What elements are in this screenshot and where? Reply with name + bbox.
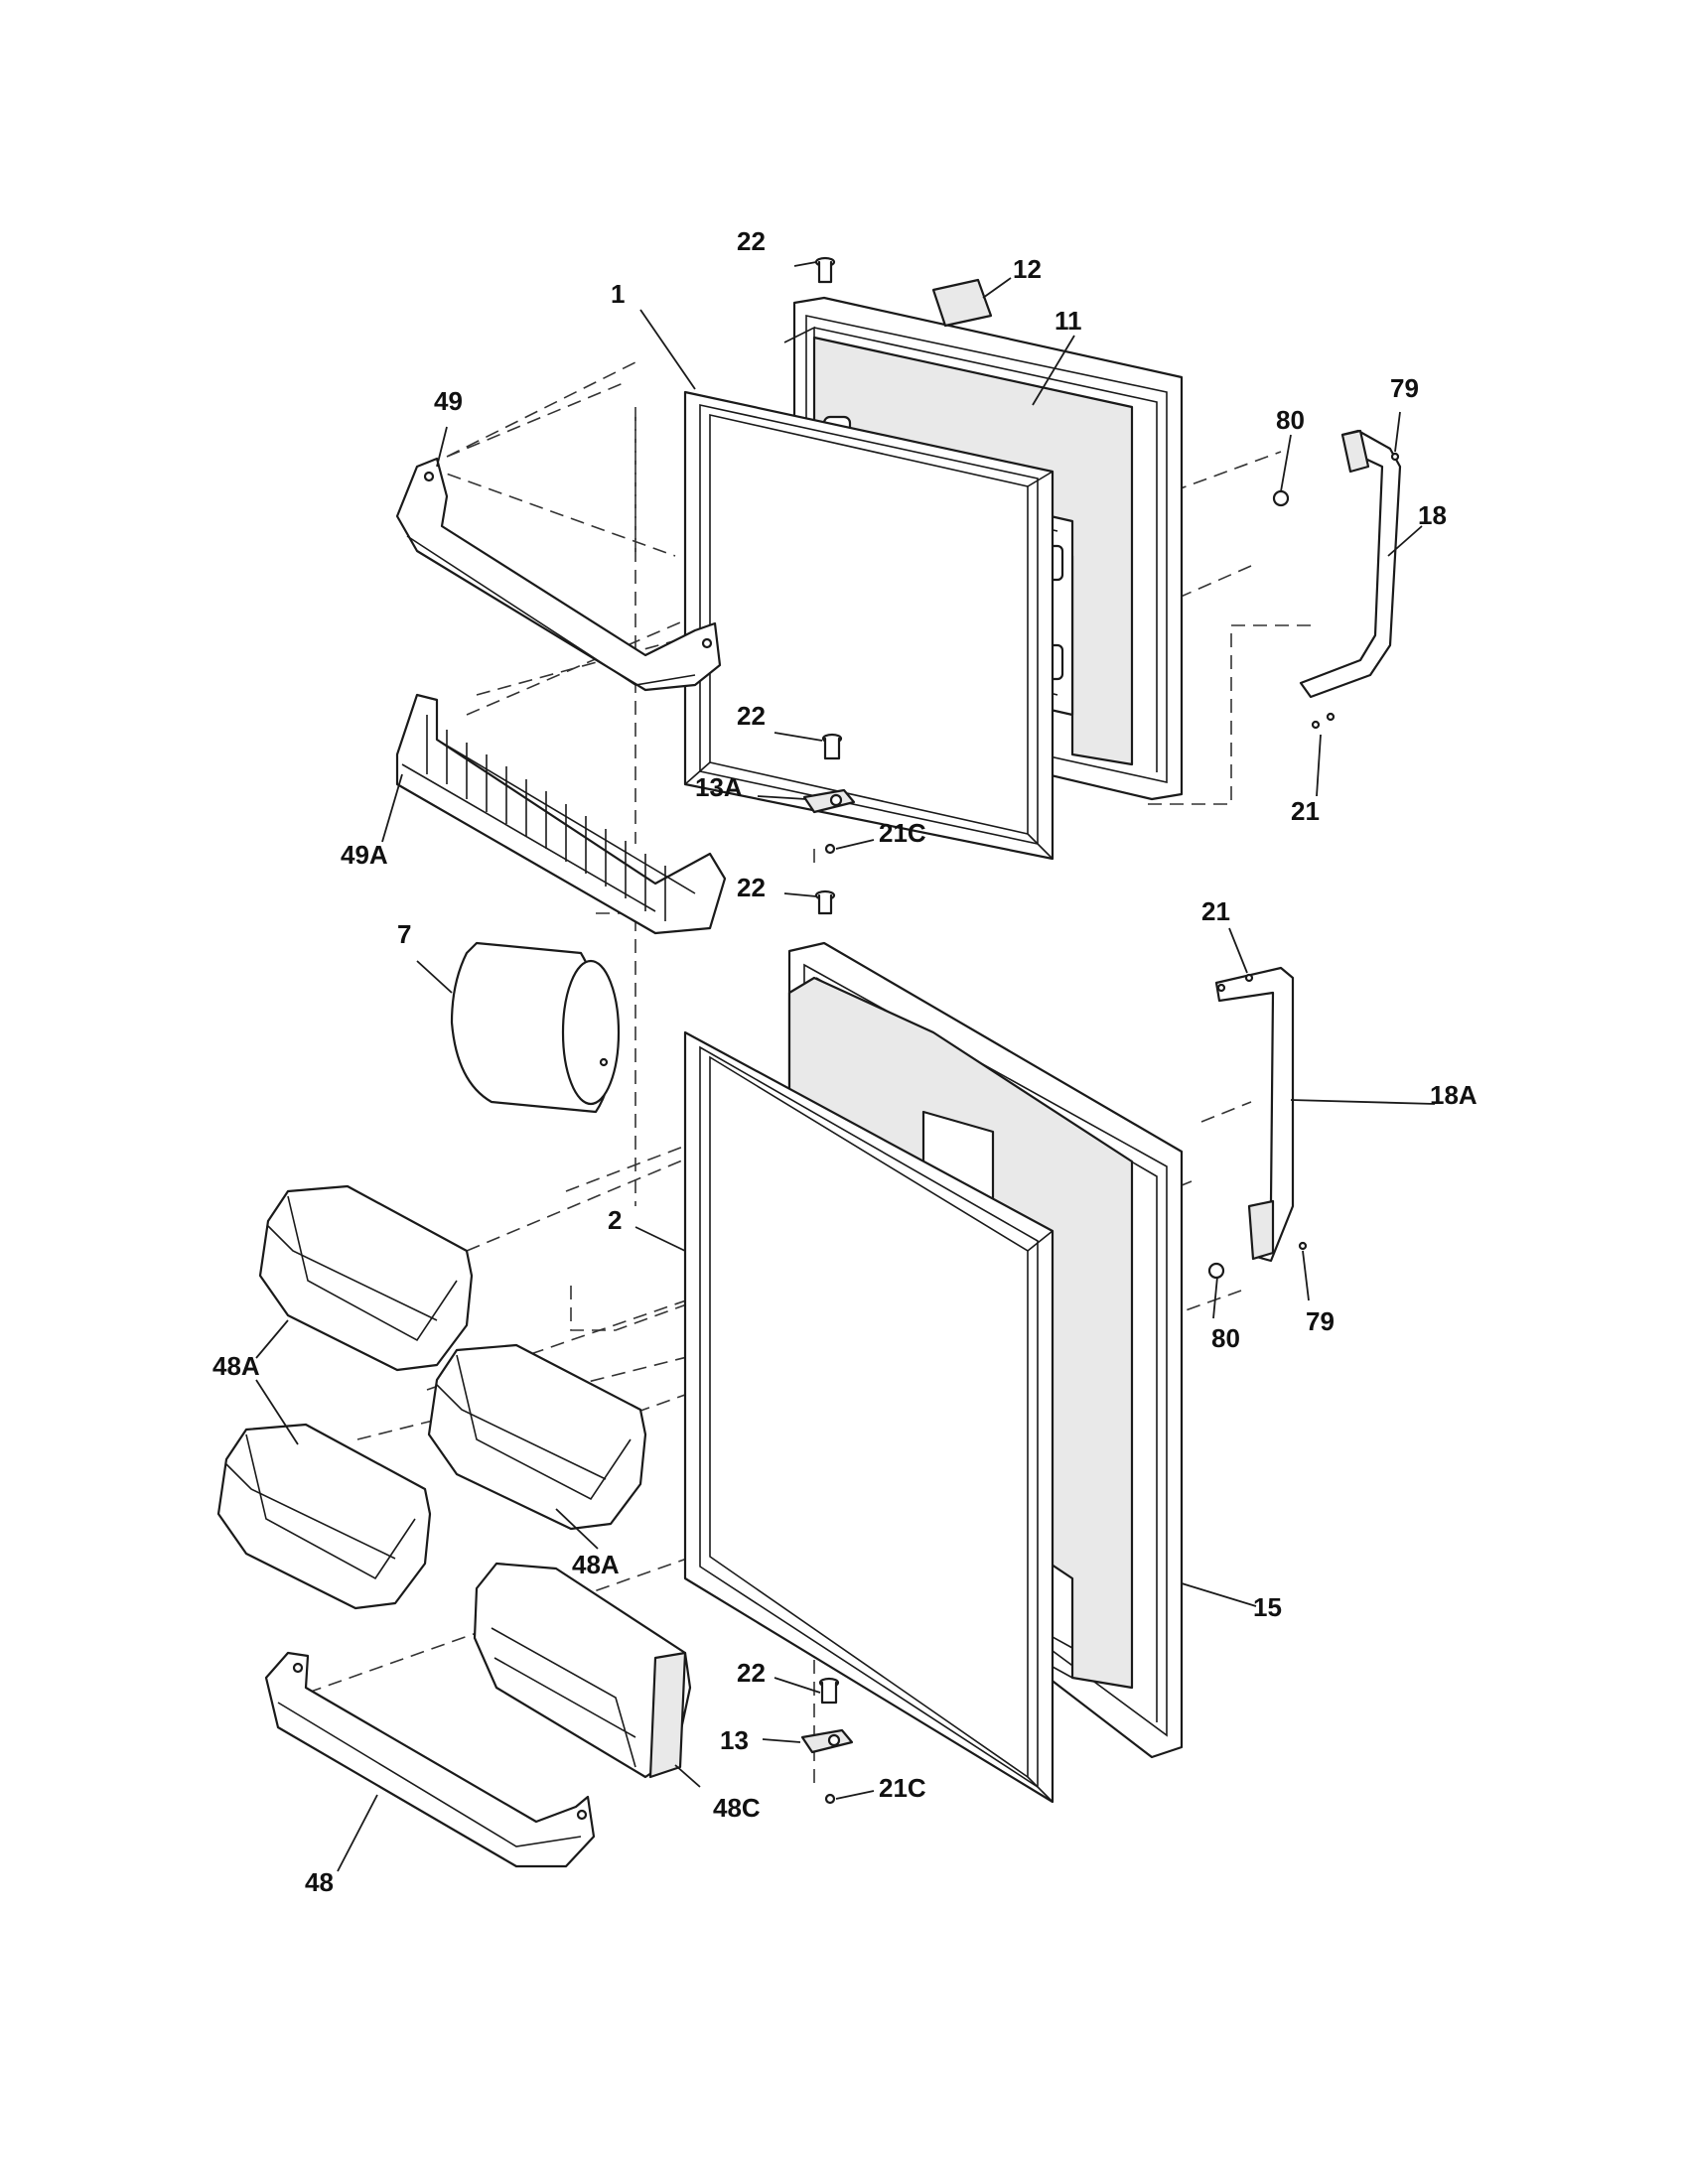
callout-79-lower: 79 xyxy=(1306,1306,1335,1336)
callout-22-bottom-lower: 22 xyxy=(737,1658,766,1688)
callout-13a: 13A xyxy=(695,772,743,802)
freezer-door-gasket xyxy=(683,390,1055,861)
callout-18: 18 xyxy=(1418,500,1447,530)
callout-1: 1 xyxy=(611,279,625,309)
callout-21c-lower: 21C xyxy=(879,1773,926,1803)
wire-basket xyxy=(395,693,727,935)
callout-13: 13 xyxy=(720,1725,749,1755)
door-bin-upper-left xyxy=(258,1184,474,1372)
screw-21c-lower xyxy=(824,1793,836,1805)
callout-21-lower: 21 xyxy=(1201,896,1230,926)
callout-80-upper: 80 xyxy=(1276,405,1305,435)
callout-48: 48 xyxy=(305,1867,334,1897)
callout-2: 2 xyxy=(608,1205,622,1235)
callout-48c: 48C xyxy=(713,1793,761,1823)
callout-12: 12 xyxy=(1013,254,1042,284)
hinge-13a xyxy=(802,788,856,814)
callout-48a-left: 48A xyxy=(212,1351,260,1381)
fresh-food-door-gasket xyxy=(683,1030,1055,1804)
callout-49a: 49A xyxy=(341,840,388,870)
callout-11: 11 xyxy=(1055,306,1082,336)
callout-18a: 18A xyxy=(1430,1080,1477,1110)
callout-22-bottom-upper: 22 xyxy=(737,701,766,731)
hinge-pin-bottom-upper xyxy=(821,733,843,760)
screw-21c-upper xyxy=(824,843,836,855)
hinge-pin-top-lower xyxy=(814,889,836,915)
callout-labels: 22 12 1 11 49 80 79 18 22 13A 21 21C 49A… xyxy=(212,226,1477,1897)
callout-21c-upper: 21C xyxy=(879,818,926,848)
hinge-pin-top-upper xyxy=(814,256,836,284)
door-bin-middle xyxy=(427,1343,647,1531)
specialty-bin xyxy=(473,1562,692,1779)
callout-48a-middle: 48A xyxy=(572,1550,620,1579)
callout-22-top-lower: 22 xyxy=(737,873,766,902)
hinge-13 xyxy=(800,1728,854,1754)
callout-21-upper: 21 xyxy=(1291,796,1320,826)
callout-7: 7 xyxy=(397,919,411,949)
door-bin-rail xyxy=(264,1651,596,1868)
fresh-food-handle xyxy=(1207,966,1308,1280)
callout-15: 15 xyxy=(1253,1592,1282,1622)
freezer-door-rail xyxy=(395,457,722,692)
rating-plate xyxy=(931,278,993,328)
callout-22-top-upper: 22 xyxy=(737,226,766,256)
hinge-pin-bottom-lower xyxy=(818,1677,840,1705)
callout-79-upper: 79 xyxy=(1390,373,1419,403)
freezer-handle xyxy=(1272,429,1402,730)
door-bin-lower-left xyxy=(216,1423,432,1610)
leader-lines xyxy=(255,261,1436,1872)
dairy-door xyxy=(450,941,621,1114)
callout-49: 49 xyxy=(434,386,463,416)
callout-80-lower: 80 xyxy=(1211,1323,1240,1353)
